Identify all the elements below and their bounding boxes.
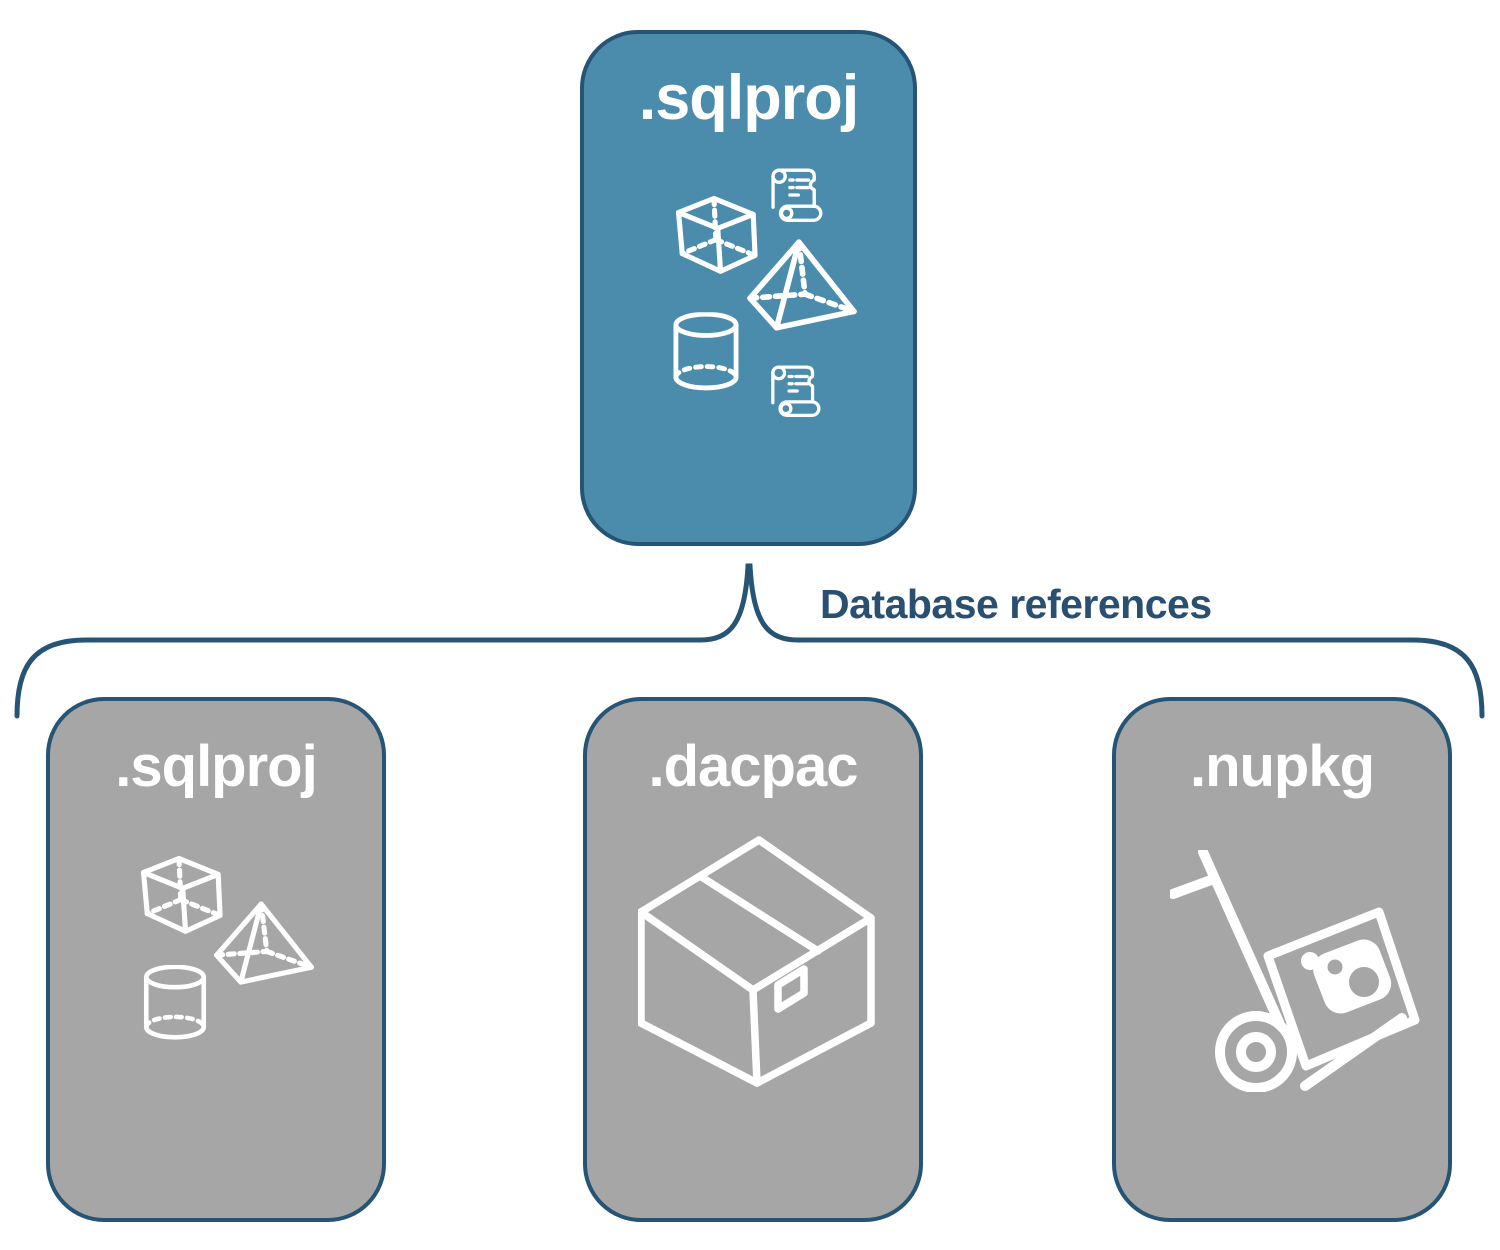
node-child-nupkg: .nupkg: [1112, 697, 1452, 1222]
cylinder-icon: [673, 312, 739, 392]
node-root-sqlproj: .sqlproj: [580, 30, 917, 546]
script-scroll-icon: [767, 166, 824, 224]
node-root-title: .sqlproj: [638, 63, 860, 133]
pyramid-icon: [212, 900, 316, 988]
node-child-dacpac: .dacpac: [583, 697, 923, 1222]
pyramid-icon: [745, 238, 859, 334]
cylinder-icon: [143, 965, 207, 1041]
package-box-icon: [637, 830, 879, 1092]
node-child-title: .dacpac: [648, 734, 859, 799]
node-child-title: .nupkg: [1189, 734, 1375, 799]
script-scroll-icon: [767, 363, 822, 419]
nuget-hand-truck-icon: [1170, 850, 1420, 1092]
connector-label: Database references: [820, 581, 1212, 627]
cube-icon: [135, 852, 223, 936]
node-child-title: .sqlproj: [115, 734, 317, 799]
node-child-sqlproj: .sqlproj: [46, 697, 386, 1222]
